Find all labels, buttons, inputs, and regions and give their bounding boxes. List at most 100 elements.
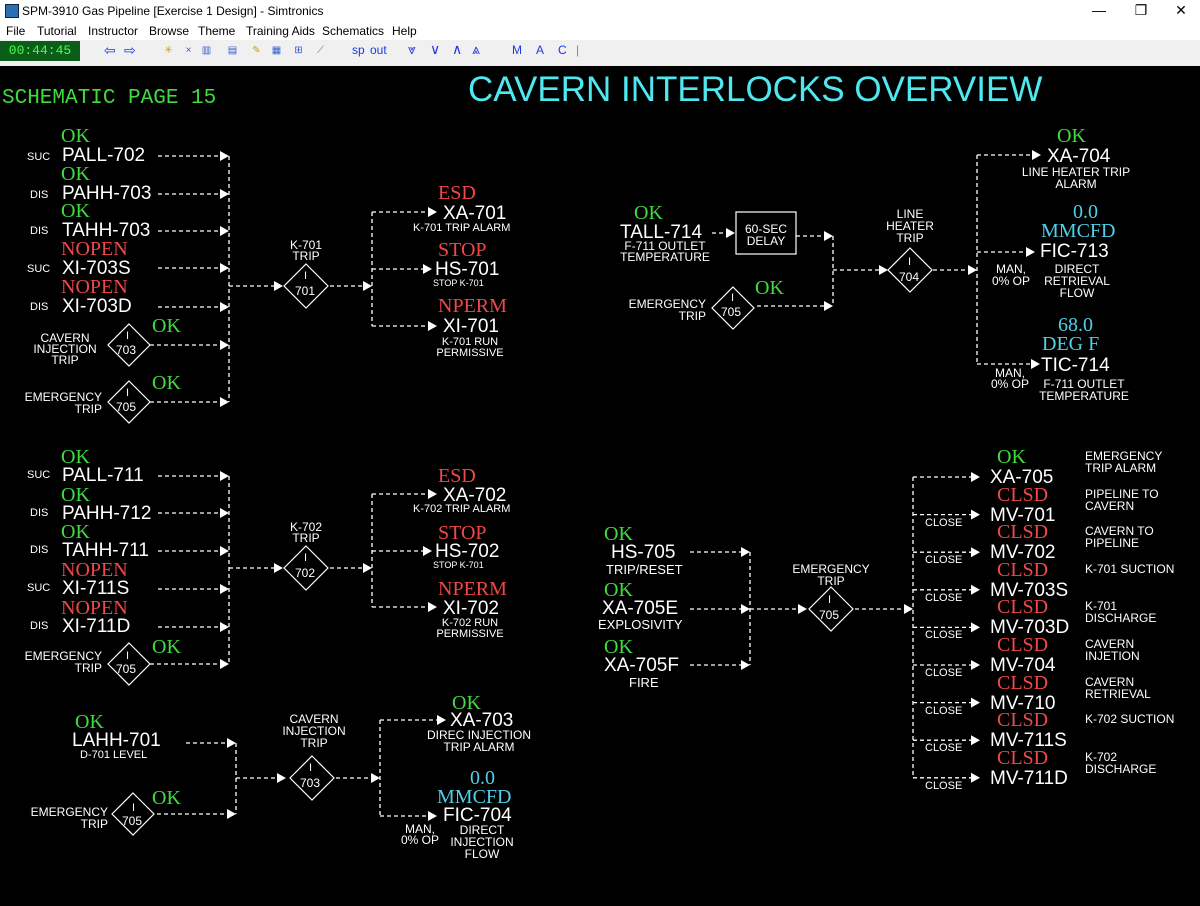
k701-emergency-trip-label: EMERGENCY TRIP [24,390,102,416]
i703-fic704-tag[interactable]: FIC-704 [443,805,512,826]
k702-tag-3[interactable]: TAHH-711 [62,540,149,561]
menu-tutorial[interactable]: Tutorial [37,24,77,38]
k702-tag-5[interactable]: XI-711D [62,616,131,637]
k701-tag-5[interactable]: XI-703D [62,296,132,317]
k702-hs702-tag[interactable]: HS-702 [435,541,500,562]
k702-status-1: OK [61,446,90,468]
manual-button[interactable]: M [512,43,522,57]
toolbar: 00:44:45 ⇦ ⇨ ✳ × ▥ ▤ ✎ ▦ ⊞ ⟋ sp out ⩔ ∨ … [0,40,1200,66]
schematic-canvas: SCHEMATIC PAGE 15 CAVERN INTERLOCKS OVER… [0,66,1200,906]
k701-xa701-tag[interactable]: XA-701 [443,203,507,224]
k702-input-line-arrow [220,622,229,632]
i704-tall-to-delay-arrow [726,228,735,238]
i703-xa703-tag[interactable]: XA-703 [450,710,514,731]
mv-710-action: CLOSE [925,704,963,717]
k702-to-xa702-arrow [428,489,437,499]
k701-interlock-number[interactable]: 701 [295,284,316,298]
i705-xa705e-tag[interactable]: XA-705E [602,598,679,619]
i703-lahh-tag[interactable]: LAHH-701 [72,730,161,751]
cascade-button[interactable]: C [558,43,567,57]
sim-clock: 00:44:45 [0,41,80,61]
k702-tag-4[interactable]: XI-711S [62,578,130,599]
toolbar-separator: | [576,43,580,57]
tree-icon[interactable]: ⊞ [294,45,303,56]
menu-file[interactable]: File [6,24,26,38]
k701-tag-1[interactable]: PALL-702 [62,145,146,166]
sun-icon[interactable]: ✳ [164,45,173,56]
double-up-icon[interactable]: ⩓ [472,41,480,57]
k702-xi702-tag[interactable]: XI-702 [443,598,499,619]
k702-emergency-trip-label: EMERGENCY TRIP [24,649,102,675]
times-icon[interactable]: × [185,45,192,56]
i703-to-fic704-arrow [428,811,437,821]
menu-instructor[interactable]: Instructor [88,24,139,38]
k702-xi702-status: NPERM [438,578,507,600]
pencil-icon[interactable]: ✎ [252,45,261,56]
k701-tag-2[interactable]: PAHH-703 [62,183,152,204]
i704-to-xa704-arrow [1032,150,1041,160]
mv-711s-action: CLOSE [925,742,963,755]
mv-704-tag[interactable]: MV-704 [990,655,1056,676]
close-button[interactable]: ✕ [1175,2,1187,18]
trend-icon[interactable]: ⟋ [317,45,324,56]
k702-tag-1[interactable]: PALL-711 [62,465,144,486]
mv-701-tag[interactable]: MV-701 [990,504,1056,526]
k702-i705-number: 705 [116,662,137,676]
k701-status-4: NOPEN [61,238,128,260]
k701-input-line-arrow [220,340,229,350]
grid-icon[interactable]: ▦ [271,45,282,56]
k701-cavern-trip-label: CAVERN INJECTION TRIP [33,331,97,367]
k702-interlock-number[interactable]: 702 [295,566,316,580]
mv-703s-tag[interactable]: MV-703S [990,579,1069,601]
setpoint-button[interactable]: sp [352,43,365,57]
i704-tall-tag[interactable]: TALL-714 [620,222,703,243]
k702-status-4: NOPEN [61,559,128,581]
k701-hs701-tag[interactable]: HS-701 [435,259,500,280]
i705-xa705f-tag[interactable]: XA-705F [604,655,679,676]
i704-tic714-tag[interactable]: TIC-714 [1041,355,1110,376]
k702-tag-2[interactable]: PAHH-712 [62,503,152,524]
k702-xa702-desc: K-702 TRIP ALARM [413,503,511,515]
i703-to-xa703-arrow [437,715,446,725]
mv-710-desc: CAVERN RETRIEVAL [1085,674,1151,701]
minimize-button[interactable]: — [1092,2,1106,18]
level-chart-icon[interactable]: ▤ [227,45,238,56]
double-down-icon[interactable]: ⩔ [408,41,416,57]
i705-hs705-tag[interactable]: HS-705 [611,542,676,563]
k701-xi701-tag[interactable]: XI-701 [443,316,499,337]
i704-fic713-tag[interactable]: FIC-713 [1040,241,1109,262]
k702-xa702-tag[interactable]: XA-702 [443,485,507,506]
k701-status-1: OK [61,125,90,147]
menu-theme[interactable]: Theme [198,24,236,38]
menu-schematics[interactable]: Schematics [322,24,385,38]
up-icon[interactable]: ∧ [452,41,463,57]
menu-browse[interactable]: Browse [149,24,190,38]
i705-interlock-number[interactable]: 705 [819,608,840,622]
down-icon[interactable]: ∨ [430,41,441,57]
k701-input-line-arrow [220,302,229,312]
k701-tag-4[interactable]: XI-703S [62,258,131,279]
auto-button[interactable]: A [536,43,545,57]
restore-button[interactable]: ❐ [1134,2,1148,18]
output-button[interactable]: out [370,43,387,57]
menu-training-aids[interactable]: Training Aids [246,24,315,38]
mv-711s-tag[interactable]: MV-711S [990,730,1067,752]
k702-input-line-arrow [220,584,229,594]
menu-help[interactable]: Help [392,24,417,38]
mv-701-desc: PIPELINE TO CAVERN [1085,486,1159,513]
xa-705-tag[interactable]: XA-705 [990,467,1054,488]
k701-tag-3[interactable]: TAHH-703 [62,220,151,241]
i705-output-line-arrow [971,772,980,783]
k702-to-hs702-arrow [423,546,432,556]
back-arrow-icon[interactable]: ⇦ [104,42,116,58]
mv-703d-tag[interactable]: MV-703D [990,617,1070,639]
mv-710-tag[interactable]: MV-710 [990,692,1056,714]
mv-702-tag[interactable]: MV-702 [990,542,1056,564]
i704-xa704-tag[interactable]: XA-704 [1047,146,1111,167]
bar-chart-icon[interactable]: ▥ [201,45,212,56]
i703-interlock-number[interactable]: 703 [300,776,321,790]
k702-input-line-arrow [220,659,229,669]
mv-711d-tag[interactable]: MV-711D [990,767,1068,789]
forward-arrow-icon[interactable]: ⇨ [124,42,136,58]
i704-interlock-number[interactable]: 704 [899,270,920,284]
